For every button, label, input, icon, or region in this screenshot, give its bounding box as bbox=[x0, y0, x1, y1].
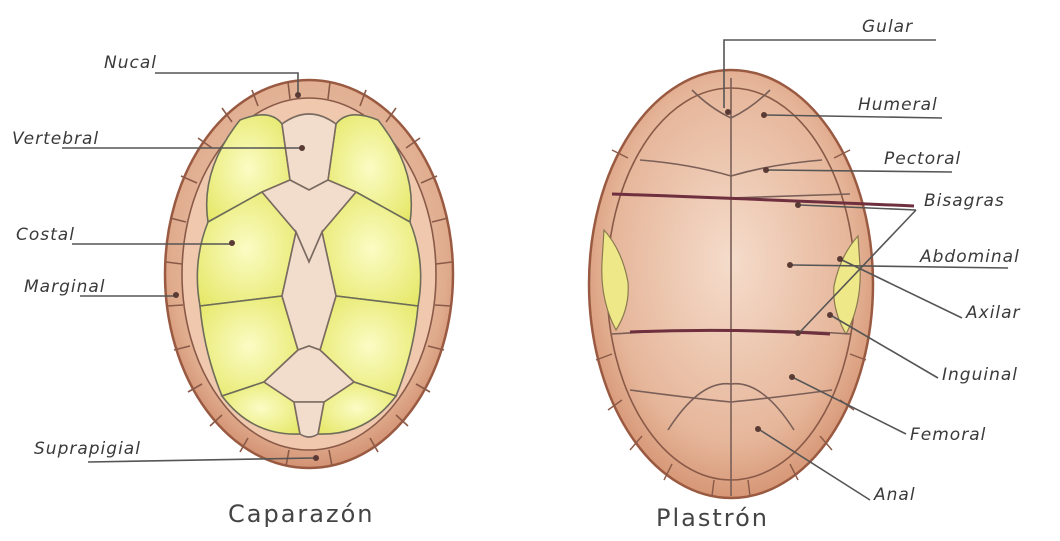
carapace: Nucal Vertebral Costal Marginal Suprapig… bbox=[12, 53, 453, 528]
label-femoral: Femoral bbox=[910, 425, 986, 445]
label-pectoral: Pectoral bbox=[884, 149, 961, 169]
label-inguinal: Inguinal bbox=[942, 365, 1018, 385]
plastron-caption: Plastrón bbox=[656, 504, 769, 532]
label-costal: Costal bbox=[16, 225, 75, 245]
label-vertebral: Vertebral bbox=[12, 129, 99, 149]
label-humeral: Humeral bbox=[858, 95, 938, 115]
label-anal: Anal bbox=[873, 485, 916, 505]
label-abdominal: Abdominal bbox=[919, 247, 1020, 267]
carapace-caption: Caparazón bbox=[228, 500, 374, 528]
label-nucal: Nucal bbox=[104, 53, 157, 73]
label-bisagras: Bisagras bbox=[924, 191, 1005, 211]
label-suprapigial: Suprapigial bbox=[34, 439, 141, 459]
label-marginal: Marginal bbox=[24, 277, 106, 297]
label-axilar: Axilar bbox=[965, 303, 1021, 323]
label-gular: Gular bbox=[862, 17, 913, 37]
plastron: Gular Humeral Pectoral Bisagras Abdomina… bbox=[589, 17, 1021, 532]
